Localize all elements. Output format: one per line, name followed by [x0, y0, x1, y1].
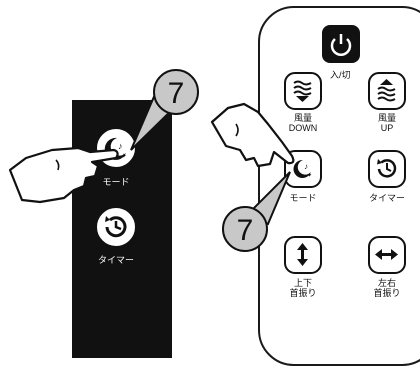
control-panel: ♪ ✦ モード タイマー [72, 100, 172, 358]
fan-up-icon [377, 79, 396, 102]
power-label: 入/切 [330, 70, 351, 80]
panel-step-callout: 7 [130, 69, 199, 151]
panel-timer-label: タイマー [97, 255, 134, 265]
fan-down-label: 風量 DOWN [278, 113, 328, 133]
swing-horizontal-button[interactable] [368, 236, 406, 274]
swing-horizontal-label-line1: 左右 [377, 278, 396, 288]
svg-text:✦: ✦ [307, 172, 312, 179]
panel-mode-button[interactable]: ♪ ✦ [95, 127, 137, 169]
pointing-hand-icon [8, 146, 119, 204]
panel-step-number: 7 [168, 77, 185, 110]
remote-timer-button[interactable] [368, 150, 406, 188]
remote-timer-label: タイマー [368, 193, 405, 203]
fan-up-label-line2: UP [380, 123, 394, 133]
swing-vertical-button[interactable] [284, 236, 322, 274]
remote-mode-label: モード [289, 193, 317, 203]
panel-timer-button[interactable] [95, 206, 137, 248]
power-button[interactable] [322, 25, 360, 63]
timer-icon [377, 159, 397, 178]
fan-down-button[interactable] [284, 72, 322, 110]
fan-up-label-line1: 風量 [377, 113, 396, 123]
remote-step-number: 7 [237, 214, 254, 247]
mode-icon: ♪ ✦ [293, 159, 312, 179]
svg-text:♪: ♪ [118, 141, 123, 151]
annotation-overlay: 7 7 [8, 69, 295, 252]
power-icon [330, 34, 352, 56]
swing-horizontal-label: 左右 首振り [362, 278, 412, 298]
swing-vertical-label-line2: 首振り [289, 288, 317, 298]
swing-vertical-icon [297, 243, 308, 266]
fan-up-button[interactable] [368, 72, 406, 110]
fan-up-label: 風量 UP [362, 113, 412, 133]
svg-text:♪: ♪ [304, 162, 308, 171]
svg-text:✦: ✦ [121, 152, 127, 160]
swing-vertical-label-line1: 上下 [293, 278, 312, 288]
swing-horizontal-icon [375, 249, 398, 260]
fan-down-label-line2: DOWN [288, 123, 318, 133]
remote-step-callout: 7 [222, 171, 291, 252]
pointing-hand-icon [210, 102, 295, 168]
timer-icon [105, 216, 127, 238]
fan-down-label-line1: 風量 [293, 113, 312, 123]
diagram: ♪ ✦ モード タイマー 入/切 風量 [8, 6, 420, 366]
swing-vertical-label: 上下 首振り [278, 278, 328, 298]
swing-horizontal-label-line2: 首振り [373, 288, 401, 298]
panel-mode-label: モード [102, 177, 130, 187]
fan-down-icon [293, 80, 312, 102]
